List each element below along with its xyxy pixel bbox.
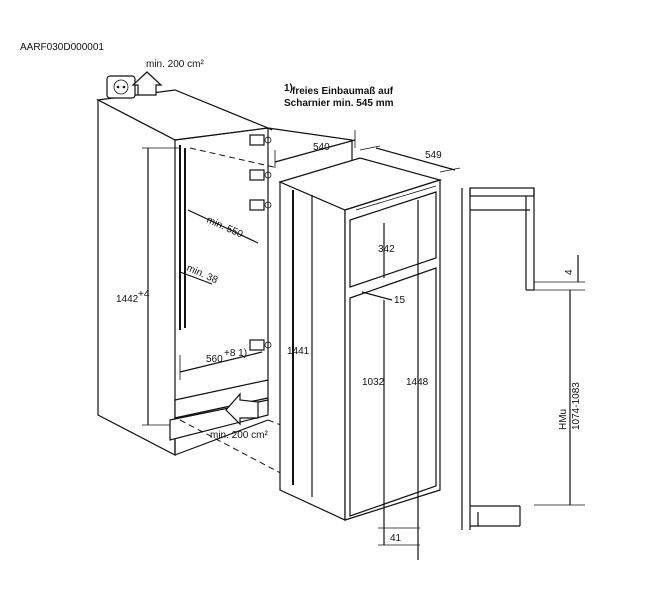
document-code: AARF030D000001: [20, 42, 104, 53]
total-height-label: 1448: [406, 377, 429, 388]
niche-width-label: 560: [206, 354, 223, 365]
niche-height-sup: +4: [138, 289, 150, 300]
appliance-depth-dimension: [359, 145, 461, 173]
note-marker: 1): [284, 83, 293, 94]
inner-depth-label: min. 550: [205, 215, 245, 241]
side-gap-label: 4: [564, 269, 575, 275]
hmu-range-label: 1074-1083: [571, 382, 582, 430]
niche-width-sup: +8 1): [224, 348, 247, 359]
gap-dimension: [179, 271, 213, 285]
appliance-depth-label: 549: [425, 150, 442, 161]
niche-depth-label: 540: [313, 142, 330, 153]
side-section-view: [461, 187, 535, 530]
door-gap-dimension: [361, 291, 393, 301]
niche-height-dimension: [142, 147, 180, 426]
door-gap-label: 15: [394, 295, 406, 306]
hmu-label: HMu: [558, 409, 569, 430]
fridge-door-label: 1032: [362, 377, 385, 388]
niche-width-dimension: [179, 351, 263, 380]
niche-depth-dimension: [274, 130, 356, 168]
appliance-height-label: 1441: [287, 346, 310, 357]
top-vent-arrow-icon: [131, 71, 163, 96]
power-socket-icon: [106, 75, 136, 99]
bottom-offset-dimension: [378, 527, 420, 546]
gap-label: min. 38: [185, 263, 220, 287]
niche-height-label: 1442: [116, 294, 139, 305]
note-line-2: Scharnier min. 545 mm: [284, 98, 394, 109]
side-gap-dimension: [534, 255, 585, 291]
hmu-dimension: [534, 290, 585, 506]
appliance-body: [278, 157, 443, 521]
freezer-door-label: 342: [378, 244, 395, 255]
top-vent-label: min. 200 cm²: [146, 59, 204, 70]
bottom-vent-label: min. 200 cm²: [210, 430, 268, 441]
inner-depth-dimension: [187, 209, 259, 244]
bottom-offset-label: 41: [390, 533, 402, 544]
note-line-1: freies Einbaumaß auf: [292, 86, 394, 97]
bottom-vent-arrow-icon: [225, 392, 259, 426]
